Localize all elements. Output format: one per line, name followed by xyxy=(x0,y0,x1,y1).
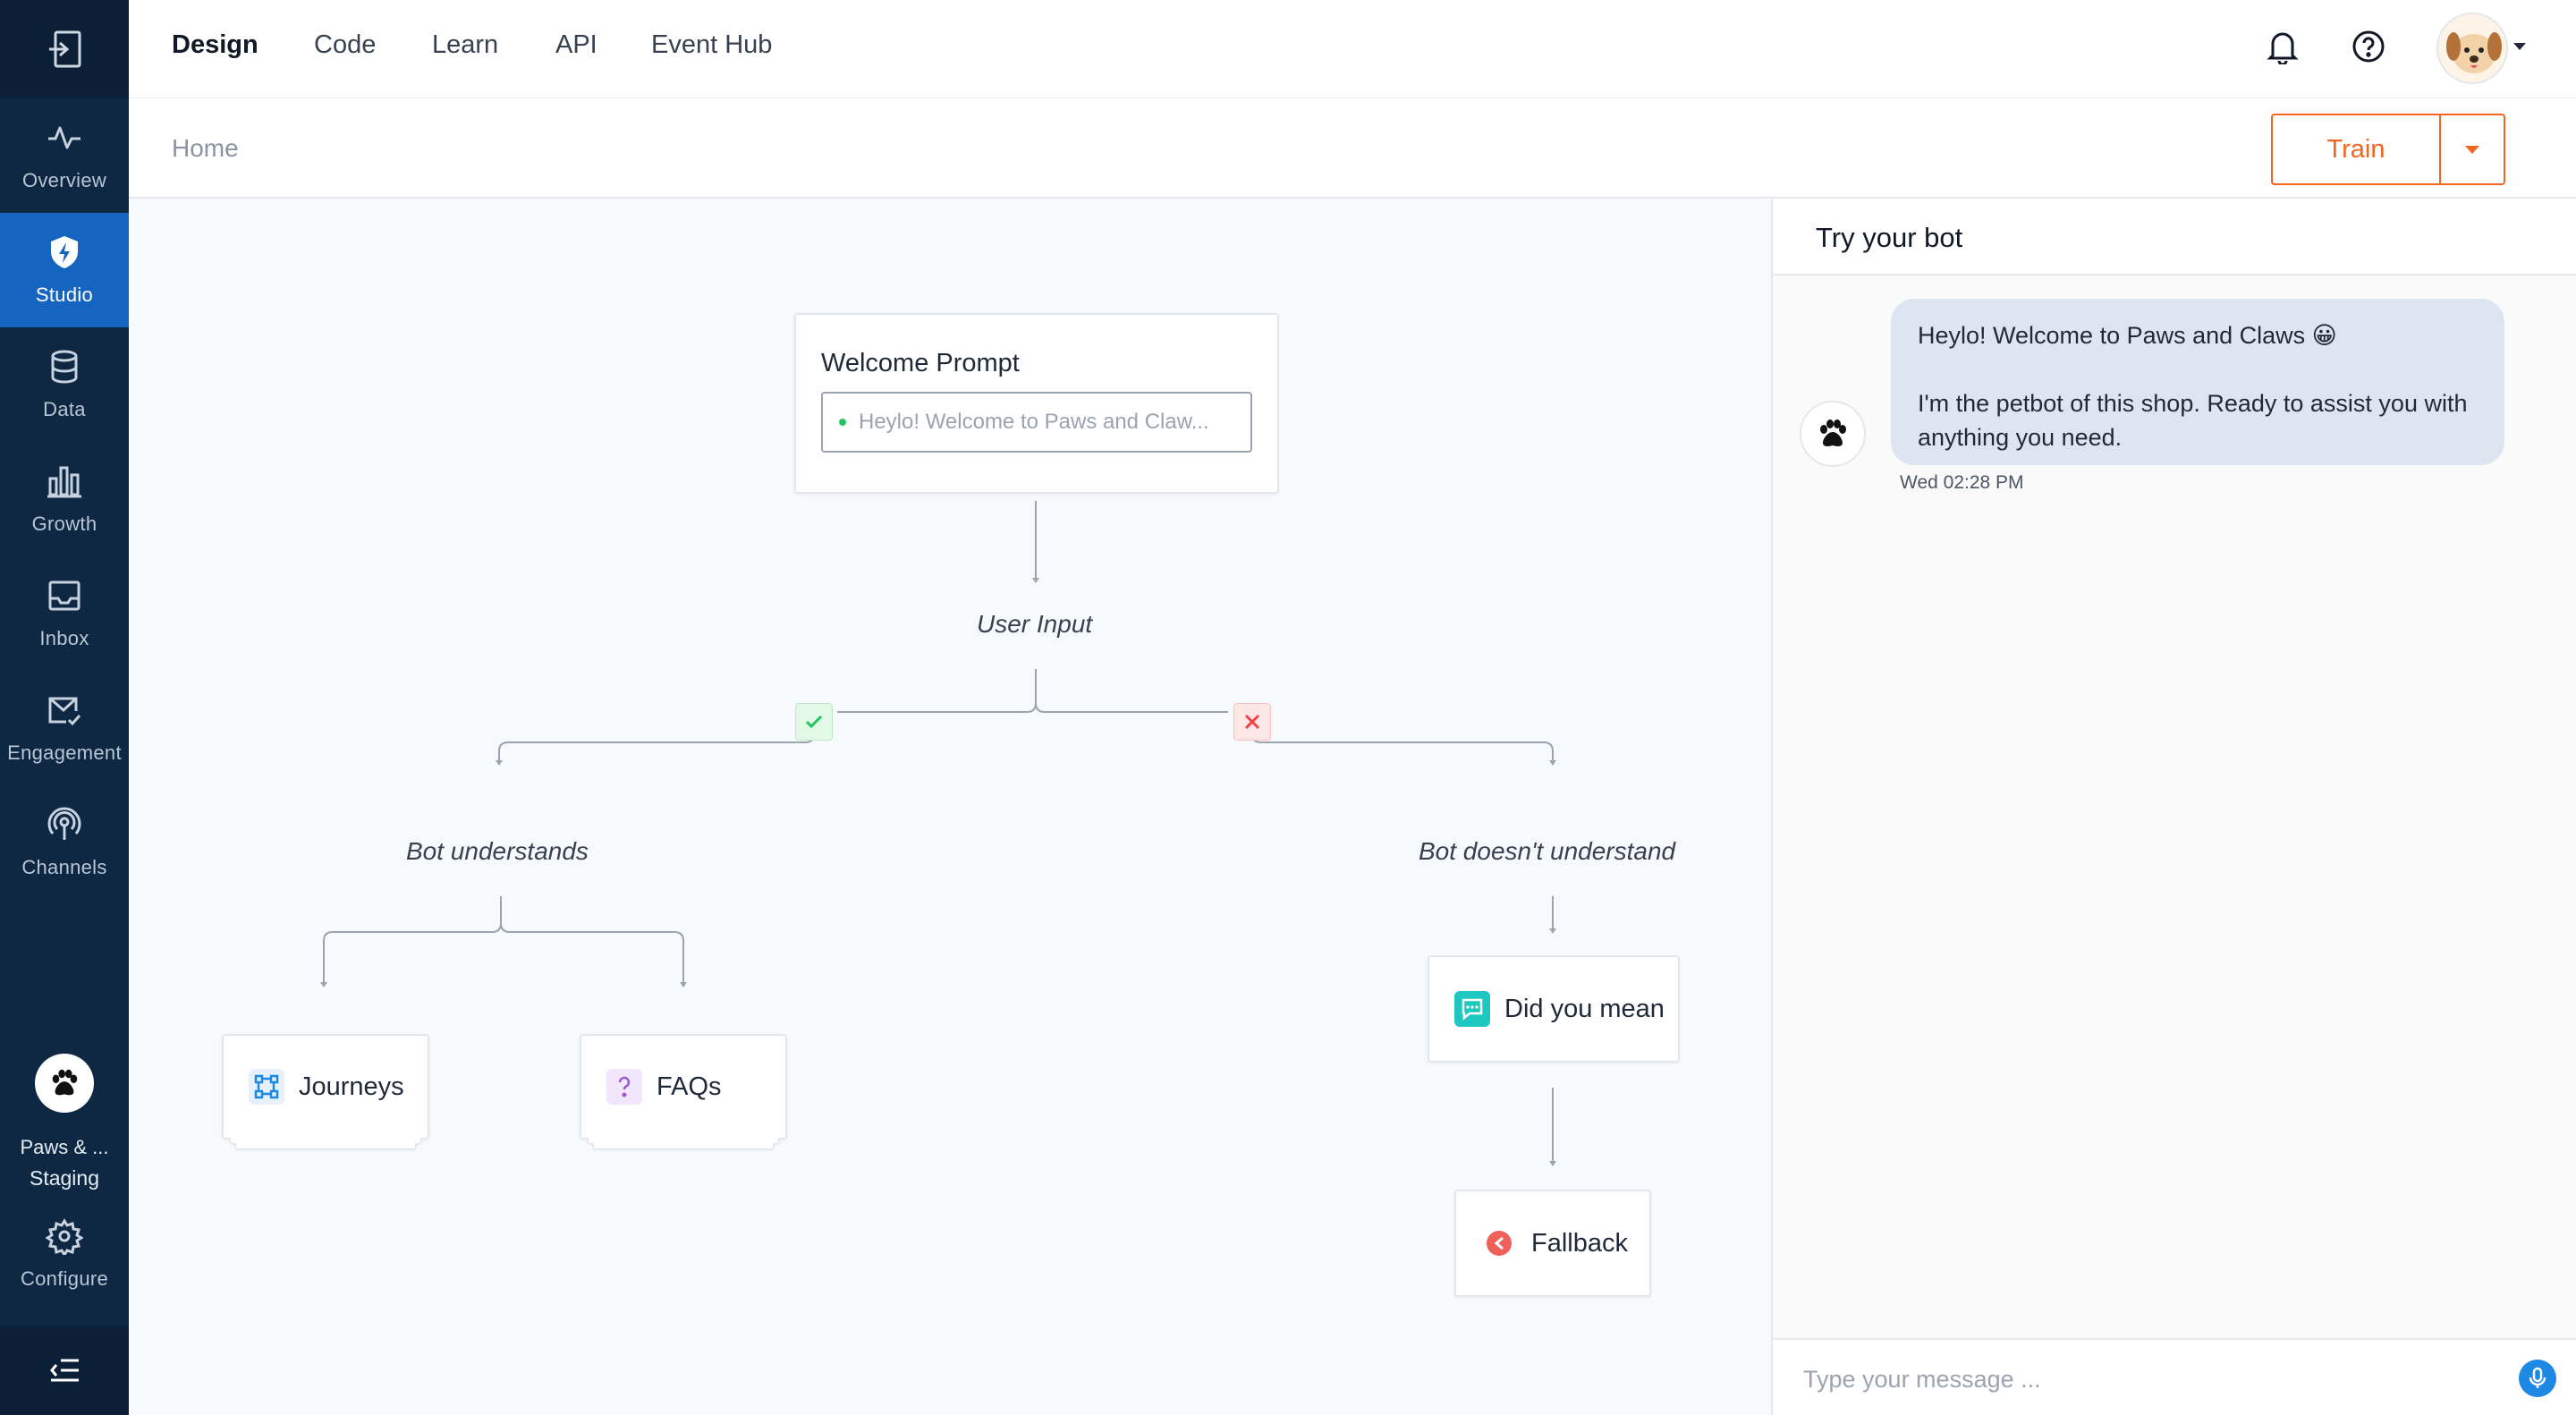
welcome-prompt-text: Heylo! Welcome to Paws and Claw... xyxy=(859,410,1209,434)
tab-design[interactable]: Design xyxy=(172,30,258,59)
sidebar-item-label: Growth xyxy=(31,513,97,535)
collapse-sidebar-button[interactable] xyxy=(0,1326,129,1415)
fallback-label: Fallback xyxy=(1531,1228,1628,1258)
journeys-card[interactable]: Journeys xyxy=(222,1034,429,1150)
caret-down-icon xyxy=(2465,145,2479,154)
paw-icon xyxy=(52,1069,78,1096)
message-timestamp: Wed 02:28 PM xyxy=(1900,472,2024,493)
sidebar-item-label: Overview xyxy=(21,169,107,191)
flow-canvas[interactable]: Welcome Prompt Heylo! Welcome to Paws an… xyxy=(129,199,1771,1415)
breadcrumb-home[interactable]: Home xyxy=(172,134,239,162)
train-button-group: Train xyxy=(2271,114,2505,185)
sidebar-item-data[interactable]: Data xyxy=(0,327,129,442)
bot-message-line-2: I'm the petbot of this shop. Ready to as… xyxy=(1918,390,2468,451)
tab-code[interactable]: Code xyxy=(314,30,377,59)
gear-icon xyxy=(46,1218,83,1255)
bot-message-bubble: Heylo! Welcome to Paws and Claws 😀 I'm t… xyxy=(1891,299,2504,465)
sidebar-item-label: Data xyxy=(43,398,86,420)
did-you-mean-card[interactable]: Did you mean xyxy=(1428,955,1680,1063)
paw-icon xyxy=(1820,419,1846,446)
broadcast-icon xyxy=(47,807,81,840)
close-icon xyxy=(1244,714,1260,730)
database-icon xyxy=(51,350,78,384)
bot-understands-label: Bot understands xyxy=(406,837,589,865)
sidebar-item-configure[interactable]: Configure xyxy=(0,1197,129,1311)
mail-check-icon xyxy=(48,697,81,726)
bot-avatar xyxy=(35,1054,94,1113)
bot-doesnt-understand-label: Bot doesn't understand xyxy=(1419,837,1676,865)
help-circle-icon xyxy=(2352,30,2385,63)
bot-message-line-1: Heylo! Welcome to Paws and Claws 😀 xyxy=(1918,322,2337,349)
help-button[interactable] xyxy=(2347,25,2390,68)
collapse-menu-icon xyxy=(50,1359,79,1382)
sidebar-item-growth[interactable]: Growth xyxy=(0,442,129,556)
faqs-card[interactable]: FAQs xyxy=(580,1034,787,1150)
sidebar-item-inbox[interactable]: Inbox xyxy=(0,556,129,671)
faq-question-icon xyxy=(606,1069,642,1105)
train-button[interactable]: Train xyxy=(2273,115,2441,183)
studio-shield-icon xyxy=(51,236,78,268)
journeys-label: Journeys xyxy=(299,1072,404,1101)
message-dot-icon xyxy=(839,419,846,426)
not-understood-badge xyxy=(1233,703,1271,741)
bot-name: Paws & ... xyxy=(20,1136,109,1158)
train-options-button[interactable] xyxy=(2441,115,2504,183)
user-input-label: User Input xyxy=(977,610,1093,638)
sidebar-item-label: Studio xyxy=(35,284,94,306)
sidebar-item-label: Inbox xyxy=(39,627,89,649)
user-avatar[interactable] xyxy=(2436,13,2508,84)
inbox-icon xyxy=(48,580,80,611)
welcome-prompt-preview[interactable]: Heylo! Welcome to Paws and Claw... xyxy=(821,392,1252,453)
microphone-icon xyxy=(2529,1367,2546,1388)
tab-api[interactable]: API xyxy=(555,30,597,59)
notifications-button[interactable] xyxy=(2261,25,2304,68)
exit-icon xyxy=(49,30,81,68)
sidebar-item-label: Configure xyxy=(20,1267,109,1290)
chat-input-bar xyxy=(1773,1338,2576,1415)
did-you-mean-label: Did you mean xyxy=(1504,994,1665,1023)
sidebar-item-overview[interactable]: Overview xyxy=(0,98,129,213)
chat-header: Try your bot xyxy=(1773,199,2576,275)
fallback-icon xyxy=(1481,1225,1517,1261)
sidebar-item-label: Channels xyxy=(21,856,107,878)
top-navigation: Design Code Learn API Event Hub xyxy=(129,0,2576,98)
dog-avatar-icon xyxy=(2446,32,2502,73)
sidebar-item-label: Engagement xyxy=(7,741,122,764)
chat-title: Try your bot xyxy=(1816,222,1963,253)
chat-bot-avatar xyxy=(1800,401,1866,467)
bell-icon xyxy=(2267,32,2299,64)
welcome-prompt-title: Welcome Prompt xyxy=(821,349,1020,377)
breadcrumb-bar: Home Train xyxy=(129,98,2576,199)
bot-switcher[interactable]: Paws & ... Staging xyxy=(0,1038,129,1207)
tab-learn[interactable]: Learn xyxy=(432,30,499,59)
check-icon xyxy=(805,715,823,729)
voice-input-button[interactable] xyxy=(2519,1360,2556,1397)
chevron-down-icon[interactable] xyxy=(2513,43,2526,50)
try-your-bot-panel: Try your bot Heylo! Welcome to Paws and … xyxy=(1771,199,2576,1415)
journeys-icon xyxy=(249,1069,284,1105)
understood-badge xyxy=(795,703,833,741)
chat-bubble-icon xyxy=(1454,991,1490,1027)
chat-message-input[interactable] xyxy=(1803,1360,2483,1399)
fallback-card[interactable]: Fallback xyxy=(1454,1190,1651,1297)
tab-event-hub[interactable]: Event Hub xyxy=(651,30,773,59)
sidebar-item-channels[interactable]: Channels xyxy=(0,785,129,900)
bar-chart-icon xyxy=(47,466,81,498)
bot-environment: Staging xyxy=(29,1166,99,1190)
faqs-label: FAQs xyxy=(657,1072,722,1101)
welcome-prompt-node[interactable]: Welcome Prompt Heylo! Welcome to Paws an… xyxy=(794,313,1279,494)
sidebar-item-studio[interactable]: Studio xyxy=(0,213,129,327)
activity-icon xyxy=(48,126,80,149)
sidebar-item-engagement[interactable]: Engagement xyxy=(0,671,129,785)
exit-button[interactable] xyxy=(0,0,129,98)
sidebar: Overview Studio Data Growth Inbox xyxy=(0,0,129,1415)
